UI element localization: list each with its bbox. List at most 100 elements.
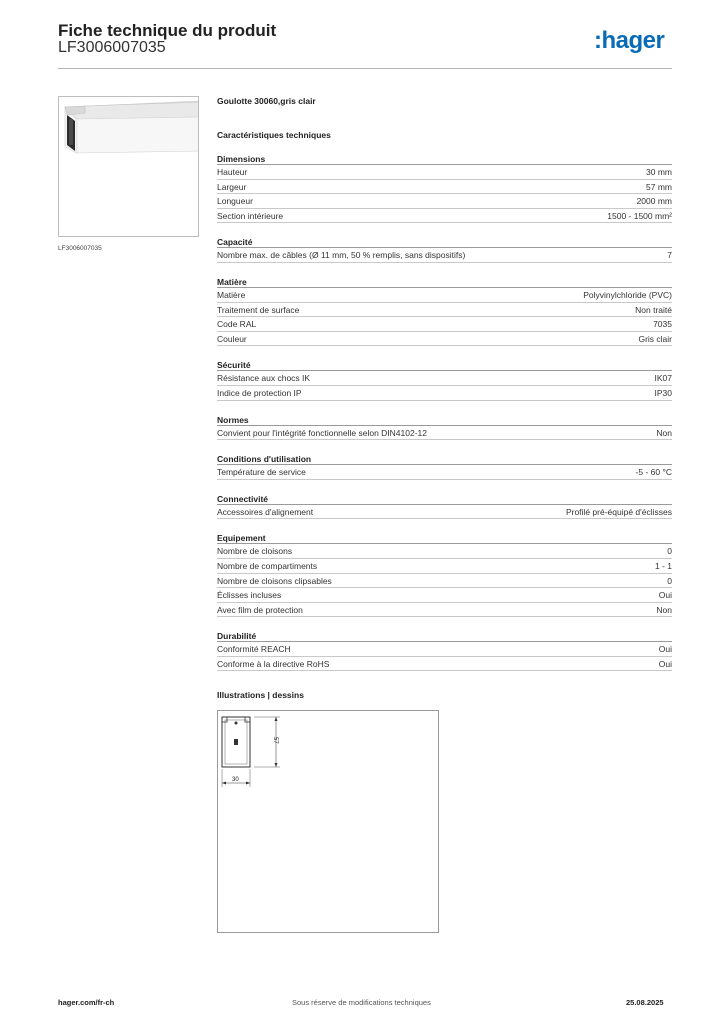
spec-row: Accessoires d'alignement Profilé pré-équi… [217, 505, 672, 520]
spec-row: Nombre de cloisons clipsables 0 [217, 574, 672, 589]
section-title: Dimensions [217, 153, 672, 165]
product-reference: LF3006007035 [58, 39, 166, 56]
image-caption: LF3006007035 [58, 245, 102, 252]
spec-value: 7035 [653, 319, 672, 330]
tech-heading: Caractéristiques techniques [217, 130, 331, 140]
spec-row: Résistance aux chocs IK IK07 [217, 371, 672, 386]
spec-value: 1 - 1 [654, 560, 672, 571]
spec-label: Largeur [217, 181, 247, 192]
spec-value: Gris clair [638, 333, 672, 344]
spec-row: Nombre de cloisons 0 [217, 544, 672, 559]
spec-row: Largeur 57 mm [217, 180, 672, 195]
product-image [58, 96, 199, 237]
spec-label: Conforme à la directive RoHS [217, 658, 330, 669]
spec-label: Conformité REACH [217, 644, 291, 655]
cross-section-drawing: 57 30 [221, 716, 280, 787]
section-title: Normes [217, 414, 672, 426]
section-title: Equipement [217, 532, 672, 545]
spec-label: Longueur [217, 196, 253, 207]
spec-label: Résistance aux chocs IK [217, 373, 311, 384]
spec-value: 30 mm [646, 167, 672, 177]
footer-date: 25.08.2025 [626, 998, 664, 1007]
illustration-frame: 57 30 [217, 710, 439, 933]
spec-label: Traitement de surface [217, 304, 300, 315]
logo-text: hager [601, 27, 665, 54]
spec-row: Indice de protection IP IP30 [217, 386, 672, 401]
spec-label: Nombre de cloisons [217, 546, 293, 557]
spec-value: Non [656, 427, 672, 438]
spec-label: Convient pour l'intégrité fonctionnelle … [217, 427, 428, 438]
spec-value: Profilé pré-équipé d'éclisses [565, 506, 672, 517]
spec-value: Oui [658, 658, 672, 669]
spec-label: Nombre max. de câbles (Ø 11 mm, 50 % rem… [217, 250, 466, 261]
spec-label: Nombre de compartiments [217, 560, 318, 571]
spec-value: Non [656, 604, 672, 615]
section-title: Capacité [217, 236, 672, 249]
spec-label: Éclisses incluses [217, 590, 282, 601]
spec-label: Température de service [217, 467, 306, 478]
spec-row: Éclisses incluses Oui [217, 588, 672, 603]
spec-row: Couleur Gris clair [217, 332, 672, 347]
spec-content: Goulotte 30060,gris clair Caractéristiqu… [217, 96, 672, 672]
spec-value: Oui [658, 644, 672, 655]
spec-label: Nombre de cloisons clipsables [217, 575, 332, 586]
spec-row: Section intérieure 1500 - 1500 mm² [217, 209, 672, 224]
spec-value: 57 mm [646, 181, 672, 192]
spec-value: 0 [667, 546, 672, 557]
page-title: Fiche technique du produit [58, 21, 277, 40]
spec-value: Oui [658, 590, 672, 601]
spec-value: 2000 mm [636, 196, 672, 207]
product-name: Goulotte 30060,gris clair [217, 96, 316, 106]
hager-logo: :hager [594, 27, 665, 55]
spec-row: Longueur 2000 mm [217, 194, 672, 209]
spec-label: Section intérieure [217, 210, 284, 221]
header-divider [58, 68, 672, 69]
spec-label: Avec film de protection [217, 604, 303, 615]
trunking-illustration [64, 100, 198, 154]
spec-value: IP30 [654, 387, 673, 398]
spec-value: Non traité [635, 304, 672, 315]
spec-row: Matière Polyvinylchloride (PVC) [217, 288, 672, 303]
spec-label: Hauteur [217, 167, 248, 177]
spec-label: Matière [217, 289, 246, 300]
footer-website[interactable]: hager.com/fr-ch [58, 998, 115, 1007]
spec-row: Convient pour l'intégrité fonctionnelle … [217, 426, 672, 441]
section-title: Connectivité [217, 493, 672, 505]
footer-notice: Sous réserve de modifications techniques [292, 998, 431, 1007]
spec-row: Hauteur 30 mm [217, 165, 672, 180]
spec-value: 1500 - 1500 mm² [607, 210, 672, 221]
spec-label: Indice de protection IP [217, 387, 302, 398]
spec-label: Code RAL [217, 319, 257, 330]
spec-row: Avec film de protection Non [217, 603, 672, 618]
spec-label: Couleur [217, 333, 247, 344]
spec-row: Température de service -5 - 60 °C [217, 465, 672, 480]
section-title: Durabilité [217, 630, 672, 643]
spec-row: Traitement de surface Non traité [217, 303, 672, 318]
spec-value: Polyvinylchloride (PVC) [583, 289, 672, 300]
dim-height-label: 57 [272, 737, 278, 744]
section-title: Sécurité [217, 359, 672, 372]
illustrations-title: Illustrations | dessins [217, 690, 304, 700]
spec-row: Code RAL 7035 [217, 317, 672, 332]
section-title: Matière [217, 276, 672, 288]
spec-label: Accessoires d'alignement [217, 506, 314, 517]
spec-value: -5 - 60 °C [635, 467, 672, 478]
spec-value: IK07 [654, 373, 673, 384]
spec-row: Conforme à la directive RoHS Oui [217, 657, 672, 672]
logo-colon-mark: : [594, 27, 602, 54]
spec-row: Nombre max. de câbles (Ø 11 mm, 50 % rem… [217, 248, 672, 263]
section-title: Conditions d'utilisation [217, 453, 672, 466]
spec-row: Conformité REACH Oui [217, 642, 672, 657]
dim-width-label: 30 [232, 777, 239, 783]
spec-value: 0 [667, 575, 672, 586]
